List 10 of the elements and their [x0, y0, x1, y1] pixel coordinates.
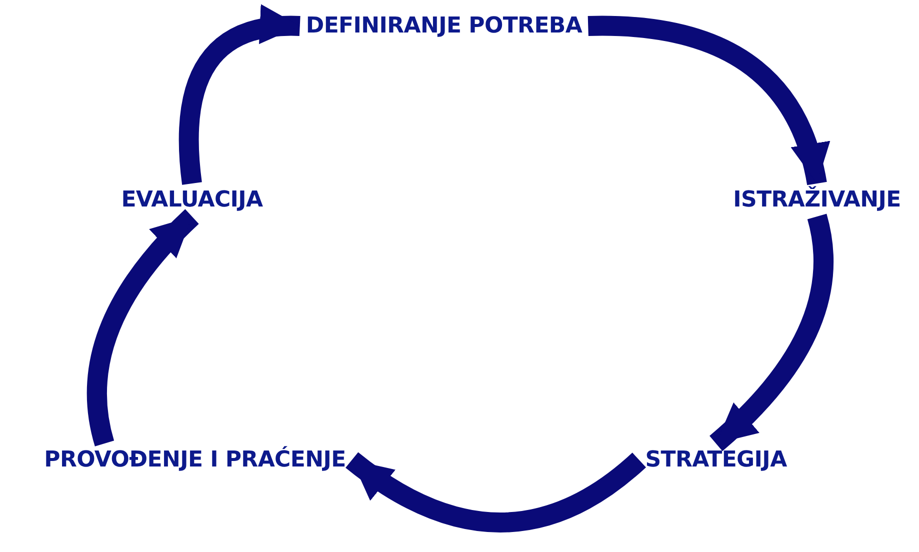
- curved-arrow: [178, 6, 300, 184]
- curved-arrow: [346, 452, 646, 532]
- curved-arrow: [709, 214, 834, 451]
- stage-label: EVALUACIJA: [121, 188, 263, 212]
- stage-label: DEFINIRANJE POTREBA: [306, 14, 582, 38]
- curved-arrow: [87, 209, 199, 446]
- stage-label: PROVOĐENJE I PRAĆENJE: [44, 448, 346, 472]
- curved-arrow: [588, 16, 828, 186]
- stage-label: ISTRAŽIVANJE: [733, 188, 901, 212]
- stage-label: STRATEGIJA: [645, 448, 787, 472]
